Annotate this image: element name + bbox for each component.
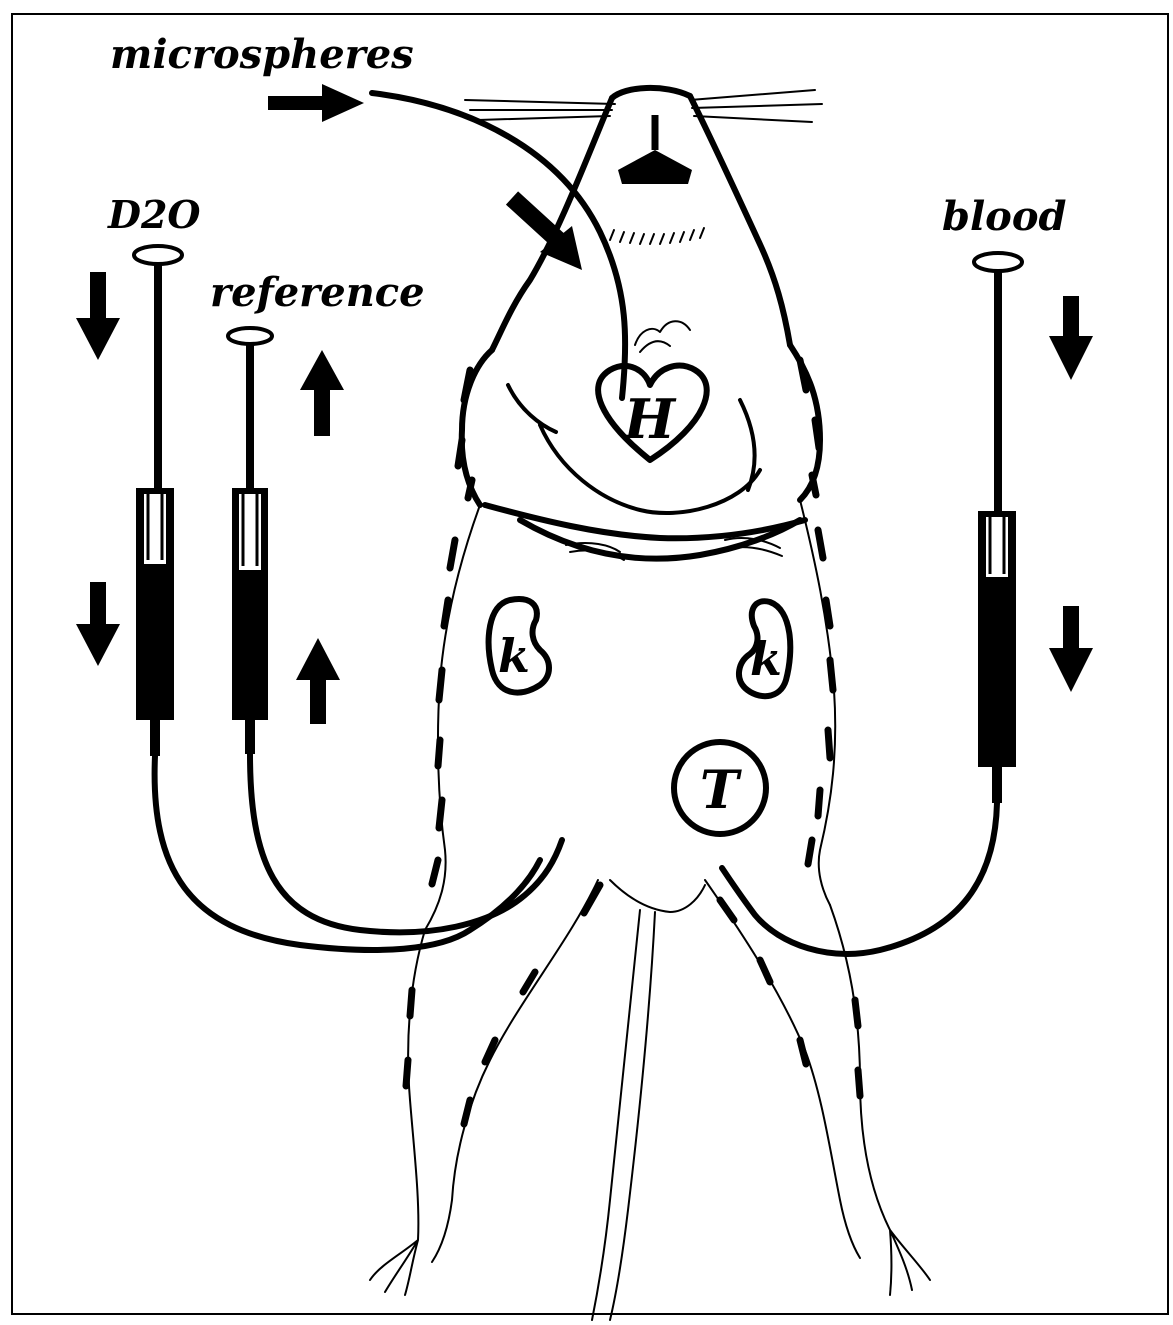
neck-vessels [635,321,690,352]
label-microspheres: microspheres [110,31,414,78]
microsphere-catheter [372,93,625,398]
hind-leg-left-fur [406,885,600,1124]
heart-organ: H [598,366,707,460]
heart-label: H [622,387,677,451]
tumor-organ: T [674,742,766,834]
label-reference: reference [210,269,425,316]
head-outline-right [690,96,790,345]
label-d2o: D2O [107,192,201,237]
forelimb-fold-right [740,400,755,490]
fur-strokes-right [800,360,833,864]
blood-arrow-down-bottom [1049,606,1093,692]
reference-arrow-up-bottom [296,638,340,724]
kidney-right: k [739,601,790,696]
snout [612,88,690,98]
syringe-d2o [134,246,182,756]
microspheres-arrow [268,84,364,122]
syringe-blood [974,253,1022,803]
blood-arrow-down-top [1049,296,1093,380]
kidney-left-label: k [498,629,530,683]
kidney-right-label: k [750,632,782,686]
tumor-label: T [700,760,742,821]
rat-body [370,88,930,1320]
d2o-arrow-down-top [76,272,120,360]
fur-strokes-left [432,370,472,884]
d2o-arrow-down-bottom [76,582,120,666]
groin-line [610,880,705,912]
reference-arrow-up-top [300,350,344,436]
syringe-reference [228,328,272,754]
tail [592,910,655,1320]
insertion-arrow [512,198,582,270]
kidney-left: k [489,599,549,693]
hind-leg-right [830,905,930,1295]
whiskers-right [690,90,822,122]
torso-outline-lower-right [800,500,835,905]
hind-leg-left [370,930,425,1295]
tube-blood [722,803,997,954]
tube-reference [250,754,562,932]
mouth-icon [618,115,692,184]
whiskers-left [465,100,615,120]
chin-hatching [610,228,704,244]
label-blood: blood [942,193,1067,240]
